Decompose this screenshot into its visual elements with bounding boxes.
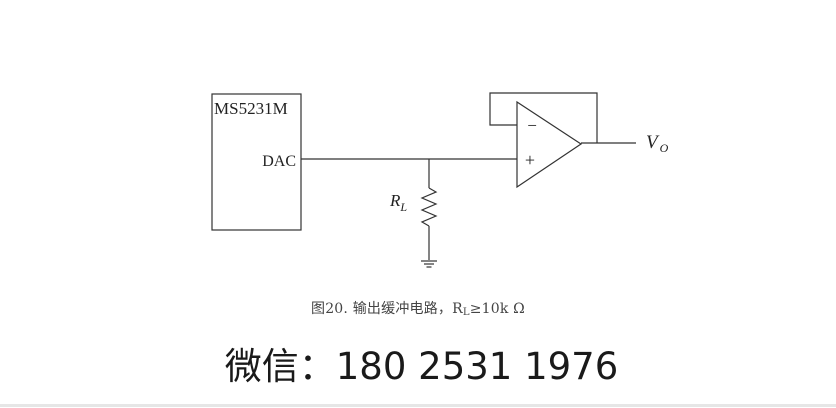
contact-line: 微信：180 2531 1976	[0, 336, 836, 390]
opamp-minus-label: −	[527, 116, 537, 135]
chip-label: MS5231M	[214, 99, 288, 118]
bottom-divider	[0, 404, 836, 407]
opamp-plus-label: +	[525, 150, 535, 170]
resistor-label: RL	[389, 191, 407, 214]
feedback-wire	[489, 92, 598, 143]
resistor-rl	[420, 187, 438, 227]
figure-caption: 图20. 输出缓冲电路，RL≥10k Ω	[311, 301, 525, 318]
contact-phone: 180 2531 1976	[335, 345, 619, 388]
dac-pin-label: DAC	[262, 153, 296, 170]
opamp-triangle	[516, 100, 583, 189]
contact-label: 微信：	[224, 345, 336, 388]
ground-icon	[421, 260, 437, 268]
chip-block	[211, 93, 302, 231]
